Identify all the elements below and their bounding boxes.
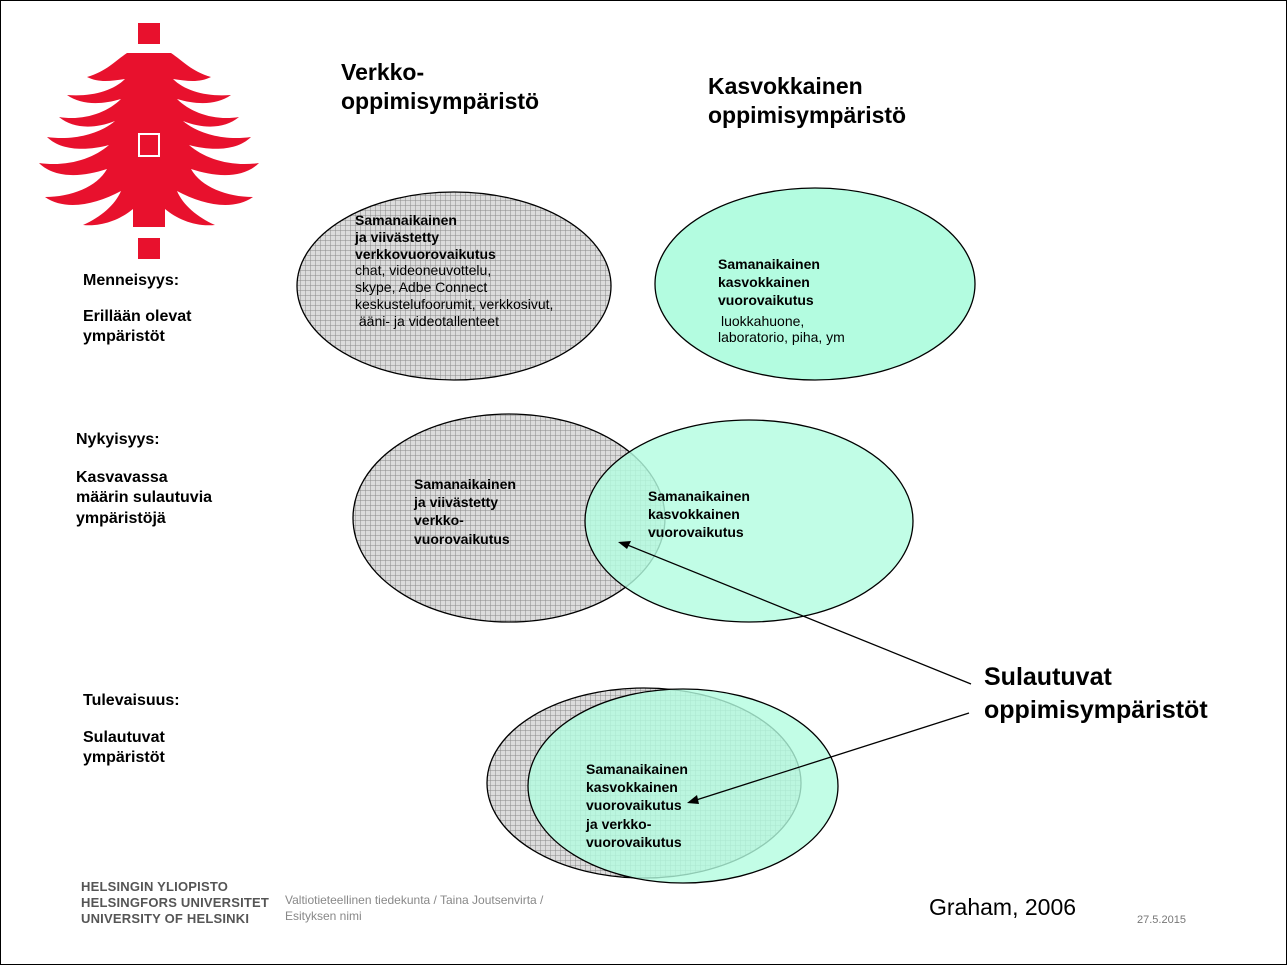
- row-present-title: Nykyisyys:: [76, 431, 160, 448]
- university-wordmark: HELSINGIN YLIOPISTO HELSINGFORS UNIVERSI…: [81, 879, 270, 926]
- row-past-title: Menneisyys:: [83, 272, 180, 289]
- future-f2f-ellipse: [527, 688, 839, 884]
- arrow-to-present-overlap: [624, 543, 972, 685]
- header-f2f: Kasvokkainen oppimisympäristö: [708, 73, 907, 128]
- arrow-head-future: [687, 795, 699, 804]
- future-merged-text: Samanaikainen kasvokkainen vuorovaikutus…: [586, 761, 688, 850]
- past-online-ellipse: [296, 191, 612, 381]
- row-future-title: Tulevaisuus:: [83, 692, 180, 709]
- arrow-head-present: [618, 541, 631, 549]
- callout-arrows: [624, 543, 972, 802]
- row-future-desc: Sulautuvat ympäristöt: [83, 729, 165, 767]
- present-f2f-text: Samanaikainen kasvokkainen vuorovaikutus: [648, 488, 750, 541]
- faculty-footer: Valtiotieteellinen tiedekunta / Taina Jo…: [285, 893, 544, 923]
- row-past-desc: Erillään olevat ympäristöt: [83, 308, 192, 346]
- past-f2f-text: Samanaikainen kasvokkainen vuorovaikutus…: [718, 256, 845, 346]
- slide-date: 27.5.2015: [1137, 914, 1186, 926]
- present-online-text: Samanaikainen ja viivästetty verkko- vuo…: [414, 476, 516, 547]
- citation: Graham, 2006: [929, 894, 1077, 920]
- past-online-text: Samanaikainen ja viivästetty verkkovuoro…: [355, 212, 554, 329]
- callout-blended-environments: Sulautuvat oppimisympäristöt: [984, 663, 1208, 724]
- present-f2f-ellipse: [584, 419, 914, 623]
- past-f2f-ellipse: [654, 187, 976, 381]
- header-online: Verkko- oppimisympäristö: [341, 59, 540, 114]
- arrow-to-future-merge: [692, 712, 970, 802]
- row-present-desc: Kasvavassa määrin sulautuvia ympäristöjä: [76, 469, 213, 527]
